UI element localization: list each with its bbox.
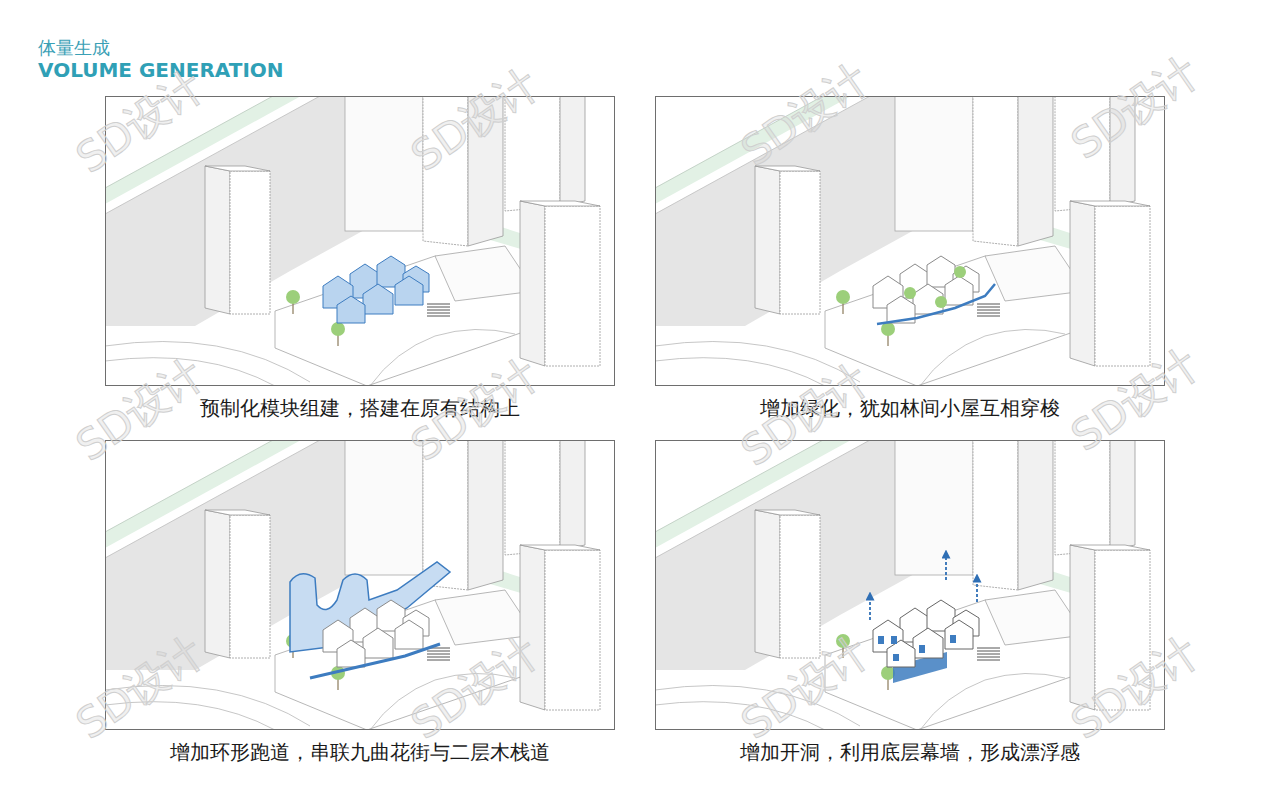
page-subtitle: VOLUME GENERATION: [38, 58, 284, 82]
scene-panel: [105, 96, 615, 386]
panel-caption: 增加开洞，利用底层幕墙，形成漂浮感: [740, 739, 1080, 766]
watermark: SD设计: [730, 624, 879, 752]
scene-panel: [655, 440, 1165, 730]
page-title: 体量生成: [38, 36, 110, 60]
watermark: SD设计: [400, 624, 549, 752]
panel-caption: 增加绿化，犹如林间小屋互相穿梭: [760, 395, 1060, 422]
watermark: SD设计: [730, 51, 879, 179]
watermark: SD设计: [1060, 336, 1209, 464]
scene-panel-frame: 预制化模块组建，搭建在原有结构上: [105, 96, 615, 386]
watermark: SD设计: [65, 346, 214, 474]
scene-panel: [105, 440, 615, 730]
panel-caption: 增加环形跑道，串联九曲花街与二层木栈道: [170, 739, 550, 766]
watermark: SD设计: [1060, 44, 1209, 172]
scene-panel: [655, 96, 1165, 386]
scene-panel-frame: 增加环形跑道，串联九曲花街与二层木栈道: [105, 440, 615, 730]
panel-caption: 预制化模块组建，搭建在原有结构上: [200, 395, 520, 422]
scene-panel-frame: 增加绿化，犹如林间小屋互相穿梭: [655, 96, 1165, 386]
watermark: SD设计: [1060, 624, 1209, 752]
watermark: SD设计: [65, 624, 214, 752]
watermark: SD设计: [400, 56, 549, 184]
scene-panel-frame: 增加开洞，利用底层幕墙，形成漂浮感: [655, 440, 1165, 730]
